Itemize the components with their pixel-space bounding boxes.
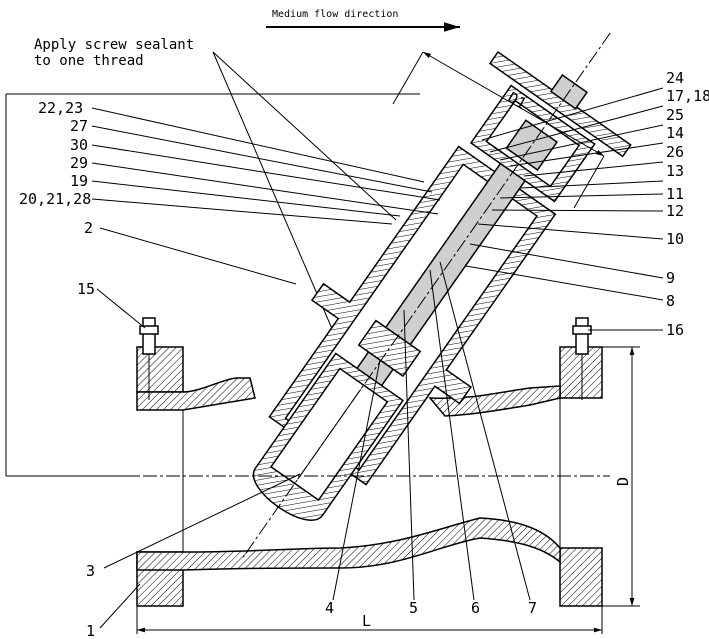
sealant-note: Apply screw sealant to one thread: [34, 37, 397, 339]
callout-24: 24: [666, 69, 684, 87]
callouts-bottom: 4 5 6 7: [325, 261, 537, 617]
callout-29: 29: [70, 154, 88, 172]
callout-17-18: 17,18: [666, 87, 709, 105]
callout-5: 5: [409, 599, 418, 617]
callout-10: 10: [666, 230, 684, 248]
note-line-1: Apply screw sealant: [34, 37, 194, 53]
dimension-L: L: [136, 606, 603, 634]
callout-27: 27: [70, 117, 88, 135]
callout-4: 4: [325, 599, 334, 617]
callout-3: 3: [86, 562, 95, 580]
callout-2: 2: [84, 219, 93, 237]
height-bracket: [5, 93, 420, 477]
callout-6: 6: [471, 599, 480, 617]
callout-22-23: 22,23: [38, 99, 83, 117]
note-line-2: to one thread: [34, 53, 144, 69]
callout-1: 1: [86, 622, 95, 639]
callout-9: 9: [666, 269, 675, 287]
callouts-right: 24 17,18 25 14 26 13 11 12 10 9 8 16: [465, 69, 709, 339]
callout-19: 19: [70, 172, 88, 190]
inclined-body: [242, 32, 632, 558]
body-bottom-wall: [136, 517, 561, 571]
callout-30: 30: [70, 136, 88, 154]
callout-12: 12: [666, 202, 684, 220]
dimension-D: D: [602, 346, 640, 607]
callout-25: 25: [666, 106, 684, 124]
callout-11: 11: [666, 185, 684, 203]
flow-direction: Medium flow direction: [266, 9, 460, 32]
callouts-left: 22,23 27 30 29 19 20,21,28 2 15 3 1: [19, 99, 441, 639]
note-leader-2: [212, 51, 397, 221]
flow-label: Medium flow direction: [272, 9, 398, 20]
callout-20-21-28: 20,21,28: [19, 190, 91, 208]
right-flange-bottom: [559, 547, 603, 607]
callout-16: 16: [666, 321, 684, 339]
callout-13: 13: [666, 162, 684, 180]
callout-8: 8: [666, 292, 675, 310]
callout-14: 14: [666, 124, 684, 142]
callout-26: 26: [666, 143, 684, 161]
dim-D-label: D: [614, 477, 632, 486]
body-top-right-wall: [428, 385, 561, 417]
note-leader-1: [212, 51, 337, 339]
valve-body: [136, 346, 603, 607]
callout-7: 7: [528, 599, 537, 617]
body-top-left-wall: [136, 377, 256, 411]
dim-L-label: L: [362, 612, 371, 630]
callout-15: 15: [77, 280, 95, 298]
